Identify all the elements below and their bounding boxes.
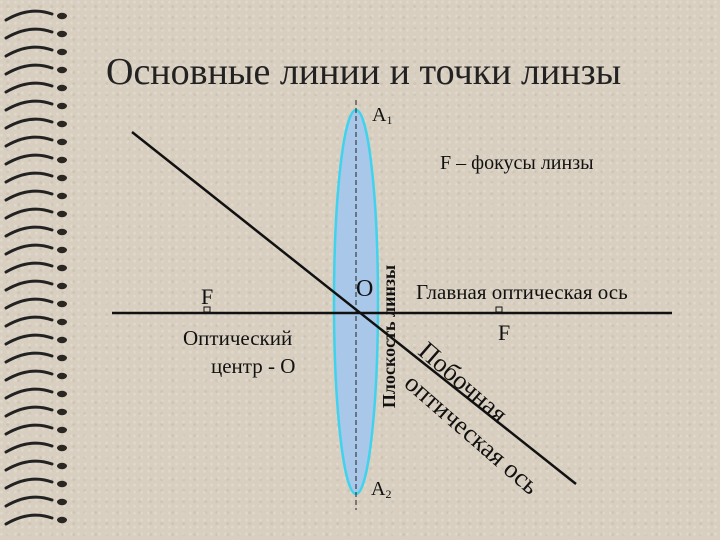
binding-ring — [4, 261, 54, 274]
binding-hole — [57, 426, 67, 434]
binding-hole — [57, 30, 67, 38]
spiral-binding — [4, 9, 67, 526]
binding-hole — [57, 102, 67, 110]
binding-hole — [57, 336, 67, 344]
binding-hole — [57, 120, 67, 128]
binding-ring — [4, 387, 54, 400]
binding-hole — [57, 228, 67, 236]
binding-ring — [4, 153, 54, 166]
binding-ring — [4, 369, 54, 382]
binding-ring — [4, 81, 54, 94]
binding-hole — [57, 210, 67, 218]
binding-ring — [4, 315, 54, 328]
binding-hole — [57, 138, 67, 146]
binding-ring — [4, 207, 54, 220]
binding-hole — [57, 444, 67, 452]
binding-ring — [4, 243, 54, 256]
slide-title: Основные линии и точки линзы — [106, 51, 622, 93]
point-a1-label: А1 — [372, 104, 393, 127]
lens-plane-label: Плоскость линзы — [379, 264, 400, 409]
point-a2-label: А2 — [371, 478, 392, 501]
binding-ring — [4, 99, 54, 112]
binding-ring — [4, 27, 54, 40]
binding-hole — [57, 156, 67, 164]
binding-ring — [4, 495, 54, 508]
focus-left-label: F — [201, 284, 214, 309]
binding-hole — [57, 408, 67, 416]
binding-ring — [4, 459, 54, 472]
binding-ring — [4, 477, 54, 490]
binding-hole — [57, 264, 67, 272]
binding-hole — [57, 318, 67, 326]
binding-hole — [57, 462, 67, 470]
binding-ring — [4, 405, 54, 418]
binding-hole — [57, 390, 67, 398]
binding-hole — [57, 354, 67, 362]
main-axis-label: Главная оптическая ось — [416, 280, 628, 304]
binding-hole — [57, 12, 67, 20]
binding-hole — [57, 516, 67, 524]
binding-hole — [57, 66, 67, 74]
binding-ring — [4, 333, 54, 346]
optical-center-label-line2: центр - О — [211, 354, 296, 378]
binding-ring — [4, 225, 54, 238]
binding-hole — [57, 300, 67, 308]
binding-ring — [4, 45, 54, 58]
secondary-optical-axis — [131, 131, 577, 485]
binding-hole — [57, 84, 67, 92]
binding-ring — [4, 117, 54, 130]
focus-definition: F – фокусы линзы — [440, 152, 594, 174]
binding-ring — [4, 189, 54, 202]
binding-ring — [4, 513, 54, 526]
binding-ring — [4, 63, 54, 76]
binding-hole — [57, 282, 67, 290]
binding-hole — [57, 192, 67, 200]
binding-hole — [57, 498, 67, 506]
binding-ring — [4, 171, 54, 184]
focus-right-marker — [495, 306, 503, 313]
binding-hole — [57, 246, 67, 254]
binding-ring — [4, 297, 54, 310]
binding-hole — [57, 372, 67, 380]
binding-ring — [4, 351, 54, 364]
binding-ring — [4, 441, 54, 454]
binding-ring — [4, 135, 54, 148]
binding-hole — [57, 174, 67, 182]
binding-ring — [4, 9, 54, 22]
binding-ring — [4, 279, 54, 292]
binding-hole — [57, 48, 67, 56]
focus-right-label: F — [498, 320, 511, 345]
focus-left-marker — [203, 306, 211, 313]
optical-center-label-line1: Оптический — [183, 326, 293, 350]
center-label: О — [356, 276, 374, 302]
binding-hole — [57, 480, 67, 488]
binding-ring — [4, 423, 54, 436]
